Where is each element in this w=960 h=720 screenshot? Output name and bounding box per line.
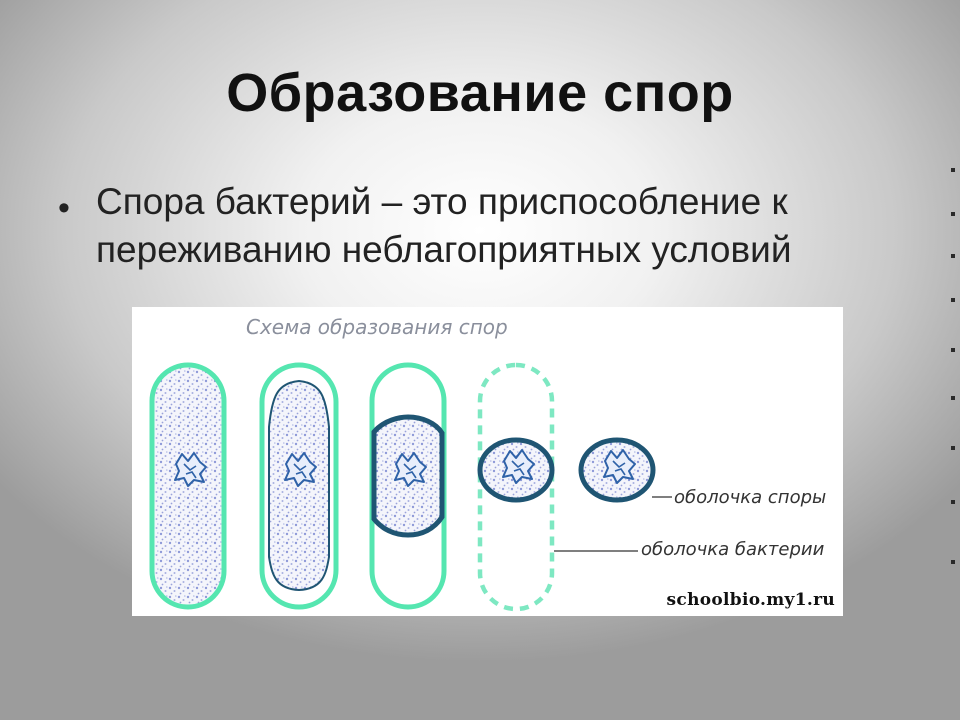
stage-1-cell [149,362,227,610]
stage-3-cell [369,362,447,610]
label-cell-wall: оболочка бактерии [641,539,825,560]
spore-formation-diagram: Схема образования спор оболочка споры об… [132,307,843,616]
stage-5-spore [578,437,656,503]
edge-marks [949,150,957,600]
diagram-caption: Схема образования спор [246,315,508,339]
edge-mark [951,500,955,504]
edge-mark [951,396,955,400]
edge-mark [951,298,955,302]
edge-mark [951,348,955,352]
bullet-icon: • [58,189,70,227]
edge-mark [951,560,955,564]
edge-mark [951,254,955,258]
stage-4-cell [477,362,555,612]
slide-title: Образование спор [226,63,734,123]
watermark: schoolbio.my1.ru [666,590,835,610]
edge-mark [951,446,955,450]
diagram-drawing [149,362,672,612]
stage-2-cell [259,362,339,610]
edge-mark [951,212,955,216]
edge-mark [951,168,955,172]
label-spore-coat: оболочка споры [674,487,827,508]
bullet-text: Спора бактерий – это приспособление к пе… [96,181,792,270]
